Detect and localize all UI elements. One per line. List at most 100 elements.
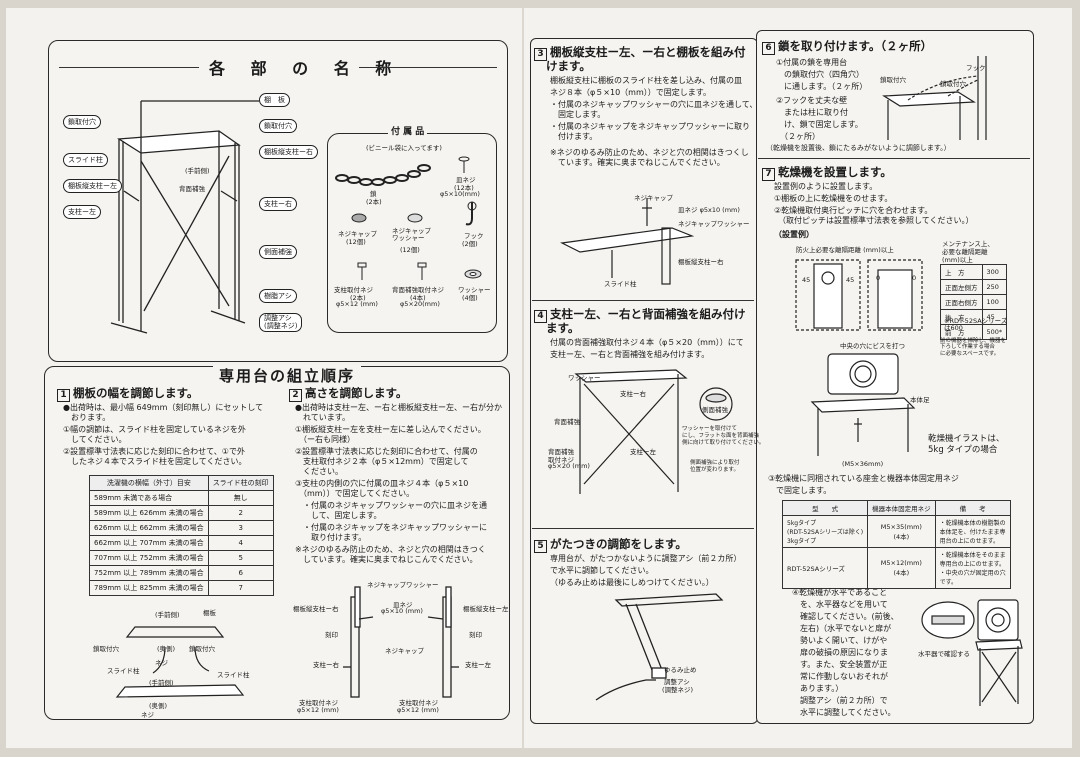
step2-diag-label-1: 棚板縦支柱ー右 (293, 605, 339, 613)
step6-line-5: け、鎖で固定します。 (776, 120, 863, 129)
step4-diag-label-8: ワッシャーを取付けて (682, 426, 738, 432)
step2-line-3: （ー右も同様） (295, 435, 355, 444)
step7-screw-table: 型 式 機器本体固定用ネジ 備 考 5kgタイプ (RDT-52SAシリーズは除… (781, 500, 1011, 589)
acc-flat-screw-size: φ5×10(mm) (440, 190, 480, 198)
step7-cell: ・乾燥機本体をそのまま 専用台の上にのせます。 ・中央の穴が固定用の穴 です。 (934, 547, 1011, 589)
acc-post-screw-size: φ5×12 (mm) (336, 300, 378, 308)
step7-example-label-0: 防火上必要な離隔距離 (mm)以上 (796, 246, 894, 254)
label-chain-hole-right: 鎖取付穴 (259, 119, 297, 133)
step7-line-0: 設置例のように設置します。 (774, 182, 878, 191)
step1-diag-label-8: (手前側) (149, 679, 174, 687)
step3-line-0: 棚板縦支柱に棚板のスライド柱を差し込み、付属の皿 (550, 76, 742, 85)
step7-dim-3: 0 (912, 274, 917, 282)
step7-line3-5: 扉の破損の原因になりま (792, 648, 888, 657)
step6-title: 鎖を取り付けます。（２ヶ所） (778, 39, 933, 53)
step7-dim-2: 0 (876, 274, 881, 282)
accessories-box: 付 属 品 (ビニール袋に入ってます) 鎖 (2本) 皿ネジ (12本) φ5×… (327, 127, 497, 333)
step7-dim-1: 45 (846, 276, 855, 284)
step4-diag-label-6: φ5×20 (mm) (548, 462, 590, 470)
label-shelf-post-left: 棚板縦支柱ー左 (63, 179, 122, 193)
step1-cell: 752mm 以上 789mm 未満の場合 (89, 565, 209, 581)
step1-cell: 4 (207, 535, 274, 551)
step3-line-5: 付けます。 (550, 132, 598, 141)
step1-diag-label-2: 鎖取付穴 (93, 645, 119, 653)
step2-diag-label-13: φ5×12 (mm) (397, 706, 439, 714)
parts-title: 各 部 の 名 称 (209, 59, 402, 78)
step3-title: 棚板縦支柱ー左、ー右と棚板を組み付 (550, 45, 746, 59)
step1-cell: 6 (207, 565, 274, 581)
step6-number: 6 (762, 42, 775, 55)
label-post-right: 支柱ー右 (259, 197, 297, 211)
acc-screw-cap-name: ネジキャップ (338, 230, 377, 238)
step3-divider (532, 300, 754, 301)
step3-line-6: ※ネジのゆるみ防止のため、ネジと穴の相関はきつくし (550, 148, 749, 157)
step2-line-1: れています。 (295, 413, 350, 422)
step1-diag-label-4: 鎖取付穴 (189, 645, 215, 653)
label-adjuster-foot: 調整アシ (調整ネジ) (259, 313, 303, 333)
step7-line3-10: 水平に調整してください。 (792, 708, 896, 717)
table-row: 589mm 未満である場合無し (89, 490, 274, 506)
assembly-title: 専用台の組立順序 (213, 365, 362, 386)
step3-diagram (559, 198, 695, 285)
step7-line3-4: 勢いよく開いて、けがや (792, 636, 888, 645)
step2-number: 2 (289, 389, 302, 402)
accessories-title: 付 属 品 (388, 127, 428, 139)
step4-diag-label-11: 側面補強により取付 (690, 460, 740, 466)
clear-value: 500* (981, 324, 1008, 340)
step7-cell: 5kgタイプ (RDT-52SAシリーズは除く) 3kgタイプ (781, 515, 869, 548)
acc-flat-screw-count: (12本) (454, 184, 474, 192)
step7-line3-8: あります。） (792, 684, 844, 693)
step1-th-0: 洗濯機の横幅（外寸）目安 (89, 475, 209, 491)
step4-divider (532, 528, 754, 529)
step7-example-label-4: 中央の穴にビスを打つ (840, 342, 905, 350)
step2-diag-label-3: φ5×10 (mm) (381, 607, 423, 615)
step2-diag-label-0: ネジキャップワッシャー (367, 581, 439, 589)
label-side-brace: 側面補強 (259, 245, 297, 259)
step4-diagram (574, 369, 733, 494)
parts-names-box: 各 部 の 名 称 鎖取付穴 スライド柱 棚板縦支柱ー左 支柱ー左 棚 板 鎖取… (48, 40, 508, 362)
step1-line-1: おります。 (63, 413, 111, 422)
step1-diag-label-9: (奥側) (149, 702, 168, 710)
step5-diag-label-0: ゆるみ止め (664, 666, 697, 674)
acc-hook-count: (2個) (462, 240, 478, 248)
step6-line-1: の鎖取付穴（四角穴） (776, 70, 864, 79)
step6-line-7: （乾燥機を設置後、鎖にたるみがないように調節します。） (766, 144, 951, 152)
step7-line3-1: を、水平器などを用いて (792, 600, 888, 609)
title-rule-left (59, 67, 199, 68)
step2-line-7: ③支柱の内側の穴に付属の皿ネジ４本（φ５×10 (295, 479, 469, 488)
step7-line3-3: 左右)（水平でないと扉が (792, 624, 892, 633)
step2-line-2: ①棚板縦支柱ー左を支柱ー左に差し込んでください。 (295, 425, 486, 434)
step7-line3-6: す。また、安全装置が正 (792, 660, 888, 669)
step1-cell: 5 (207, 550, 274, 566)
step3-line-1: ネジ８本（φ５×10（mm））で固定します。 (550, 88, 711, 97)
acc-washer-count: (4個) (462, 294, 478, 302)
step1-line-0: ●出荷時は、最小幅 649mm（刻印無し）にセットして (63, 403, 264, 412)
step1-cell: 589mm 以上 626mm 未満の場合 (89, 505, 209, 521)
step2-title: 高さを調節します。 (305, 386, 408, 400)
step7-title: 乾燥機を設置します。 (778, 165, 892, 179)
step6-diagram (882, 56, 987, 140)
step7-clearance-note2: 前の機器を掃除し、機器を 下ろして作業する場合 に必要なスペースです。 (940, 338, 1007, 357)
step3-line-3: 固定します。 (550, 110, 606, 119)
label-chain-hole-left: 鎖取付穴 (63, 115, 101, 129)
clear-label: 前 方 (940, 324, 983, 340)
step7-line-4: （設置例） (774, 230, 814, 239)
step1-diag-label-10: ネジ (141, 711, 154, 719)
step4-diag-label-3: 背面補強 (554, 418, 580, 426)
step1-line-4: ②設置標準寸法表に応じた刻印に合わせて、①で外 (63, 447, 245, 456)
hook-icon (465, 201, 477, 226)
step7-cell: RDT-52SAシリーズ (781, 547, 869, 589)
instruction-sheet: 各 部 の 名 称 鎖取付穴 スライド柱 棚板縦支柱ー左 支柱ー左 棚 板 鎖取… (6, 8, 1072, 748)
step2-diag-label-9: 支柱ー左 (465, 661, 491, 669)
post-screw-icon (357, 262, 367, 280)
step1-cell: 662mm 以上 707mm 未満の場合 (89, 535, 209, 551)
step1-th-1: スライド柱の刻印 (207, 475, 274, 491)
step1-line-5: したネジ４本でスライド柱を固定してください。 (63, 457, 247, 466)
step7-level-label: 水平器で確認する (918, 650, 970, 658)
step1-line-2: ①幅の調節は、スライド柱を固定しているネジを外 (63, 425, 246, 434)
clear-label: 正面右側方 (940, 294, 983, 310)
